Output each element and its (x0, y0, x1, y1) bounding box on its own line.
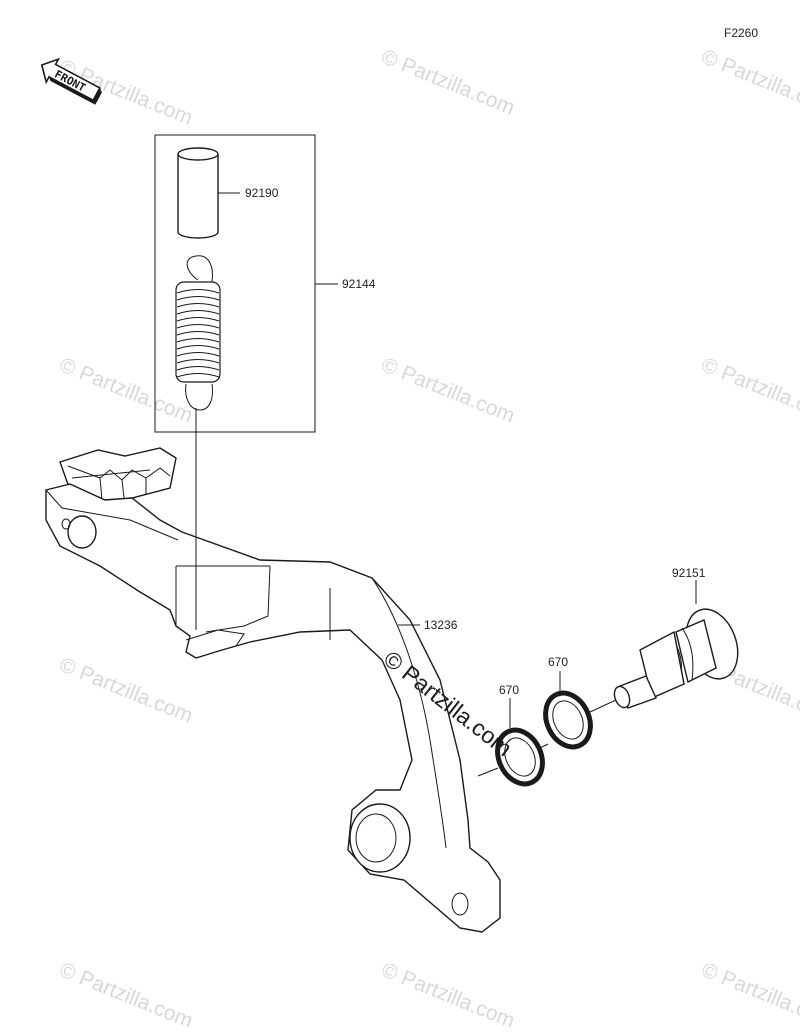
o-ring-left-part (495, 727, 545, 787)
watermark: © Partzilla.com (56, 353, 196, 427)
watermark: © Partzilla.com (698, 353, 800, 427)
watermark: © Partzilla.com (56, 958, 196, 1032)
leader-lines (195, 192, 697, 728)
spring-coil (176, 303, 220, 308)
pivot-bolt-part (613, 608, 739, 709)
callout-92190: 92190 (245, 186, 279, 200)
watermark: © Partzilla.com (378, 958, 518, 1032)
diagram-code: F2260 (724, 26, 758, 40)
spring-coil (176, 331, 220, 336)
spring-coil (176, 373, 220, 378)
spring-coil (176, 289, 220, 294)
spring-coil (176, 345, 220, 350)
spring-coil (176, 317, 220, 322)
watermark: © Partzilla.com (378, 45, 518, 119)
spring-coil (176, 296, 220, 301)
spring-coil (176, 352, 220, 357)
watermark: © Partzilla.com (698, 958, 800, 1032)
watermark: © Partzilla.com (698, 45, 800, 119)
callout-670-left: 670 (499, 683, 519, 697)
watermark: © Partzilla.com (378, 353, 518, 427)
callout-92151: 92151 (672, 566, 706, 580)
callout-92144: 92144 (342, 277, 376, 291)
spring-coil (176, 324, 220, 329)
spring-coil (176, 310, 220, 315)
spring-coil (176, 366, 220, 371)
callout-670-right: 670 (548, 655, 568, 669)
o-ring-right-part (543, 690, 593, 750)
spring-coil (176, 338, 220, 343)
brake-pedal-part (45, 447, 501, 933)
watermark: © Partzilla.com (56, 653, 196, 727)
collar-part (177, 147, 219, 239)
spring-part (175, 255, 221, 411)
assembly-axis (477, 699, 617, 777)
callout-13236: 13236 (424, 618, 458, 632)
spring-coil (176, 359, 220, 364)
